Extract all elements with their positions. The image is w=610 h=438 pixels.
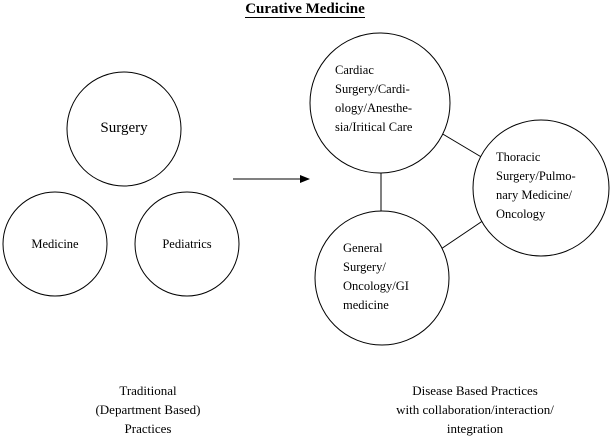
node-medicine-circle — [2, 191, 108, 297]
right-caption: Disease Based Practices with collaborati… — [396, 383, 554, 436]
node-general-label: General Surgery/ Oncology/GI medicine — [343, 241, 409, 312]
left-caption: Traditional (Department Based) Practices — [95, 383, 201, 436]
connector-cardiac-thoracic — [435, 129, 484, 159]
node-general-circle — [314, 210, 450, 346]
node-pediatrics-circle — [134, 191, 240, 297]
connector-general-thoracic — [437, 217, 488, 252]
node-surgery-label: Surgery — [100, 120, 148, 136]
diagram-title-text: Curative Medicine — [245, 1, 365, 18]
node-thoracic-circle — [472, 119, 610, 257]
node-pediatrics-label: Pediatrics — [162, 237, 212, 251]
node-medicine-label: Medicine — [31, 237, 79, 251]
node-thoracic-label: Thoracic Surgery/Pulmo- nary Medicine/ O… — [496, 150, 576, 221]
node-surgery-circle — [66, 71, 182, 187]
node-cardiac-label: Cardiac Surgery/Cardi- ology/Anesthe- si… — [335, 63, 413, 134]
node-cardiac-circle — [309, 32, 451, 174]
diagram-title: Curative Medicine — [0, 0, 610, 18]
